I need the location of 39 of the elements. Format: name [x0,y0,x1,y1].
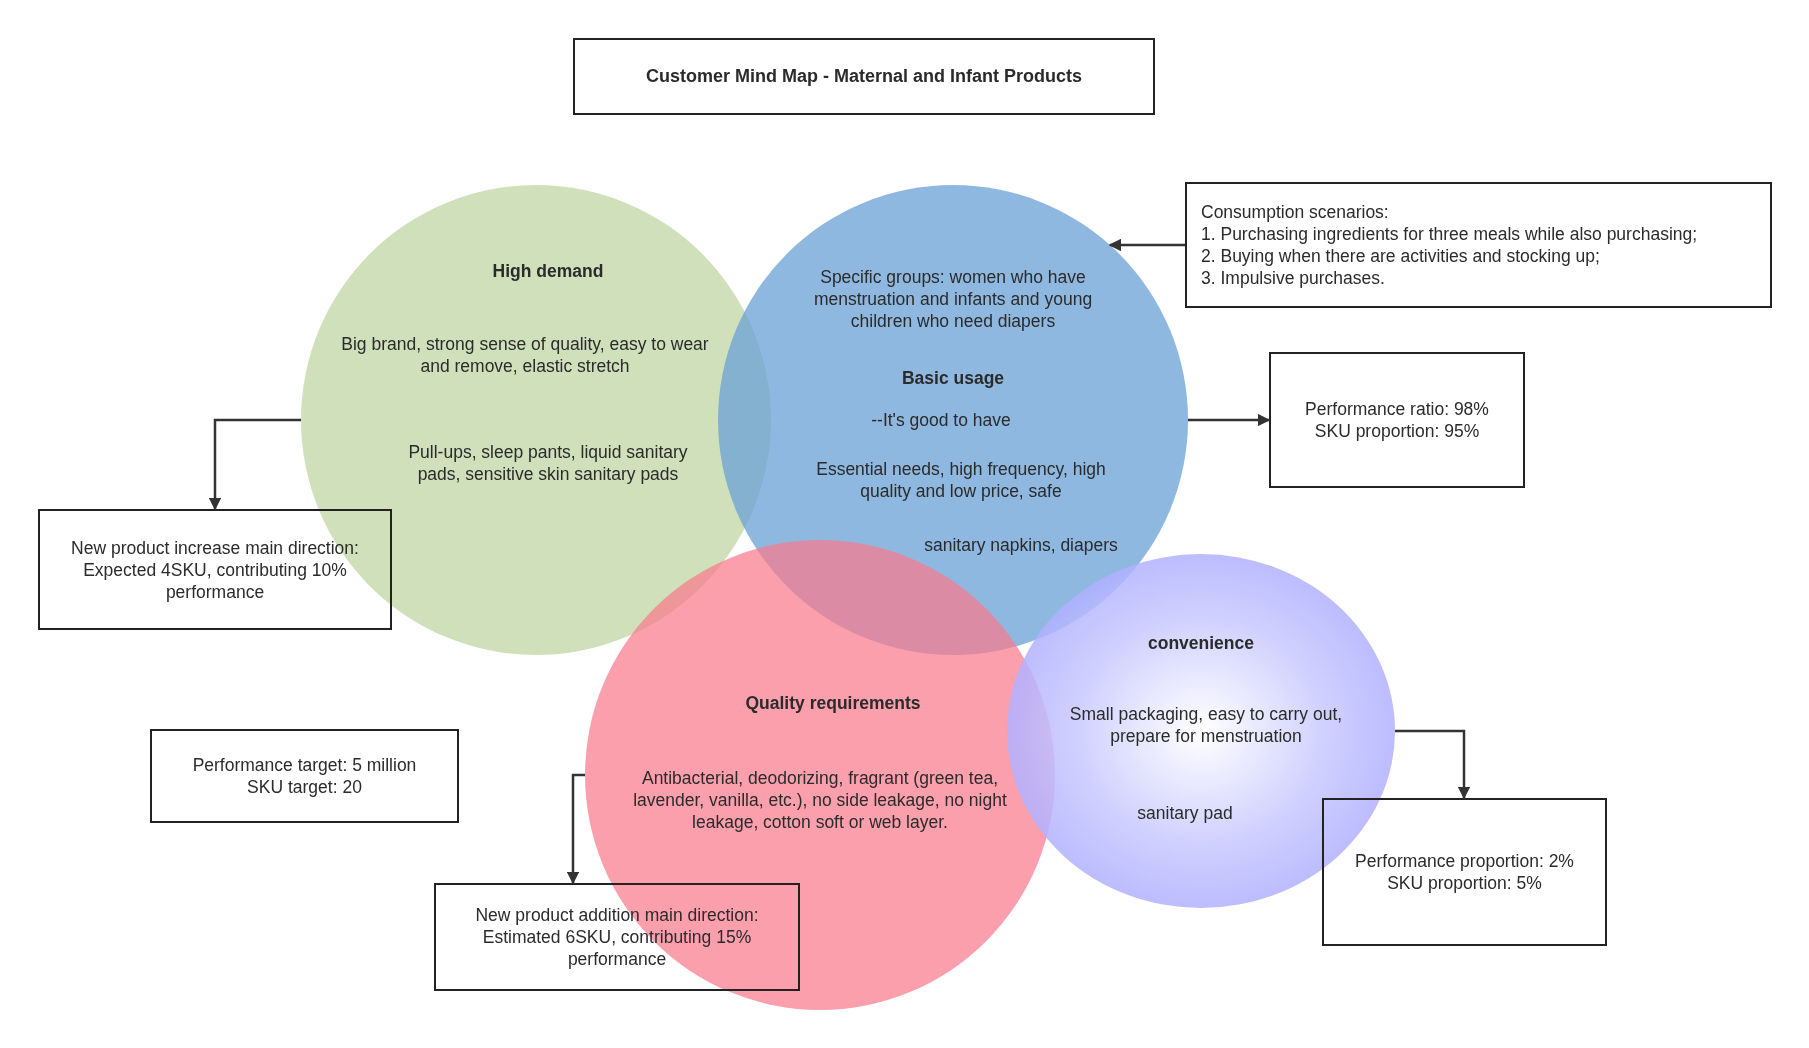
circle-heading: Basic usage [900,367,1006,389]
box-text: Performance proportion: 2% [1355,850,1574,872]
text-box [1269,352,1525,488]
circle-text: sanitary pad [1136,802,1234,824]
text-box [38,509,392,630]
box-text: New product addition main direction: [475,904,759,926]
diagram-title: Customer Mind Map - Maternal and Infant Products [573,38,1155,115]
box-text: Expected 4SKU, contributing 10% performance [82,558,348,603]
circle-text: sanitary napkins, diapers [923,534,1119,556]
circle-text: Big brand, strong sense of quality, easy to wear and remove, elastic stretch [340,333,710,377]
circle-text: Antibacterial, deodorizing, fragrant (green tea, lavender, vanilla, etc.), no side leakage, no night leakage, cotton soft or web layer. [632,767,1008,833]
arrow [208,418,301,511]
circle-heading: convenience [1147,632,1255,654]
text-box [1185,182,1772,308]
text-box [150,729,459,823]
text-box [1322,798,1607,946]
box-text: 3. Impulsive purchases. [1201,267,1385,289]
box-text: Performance ratio: 98% [1305,398,1489,420]
box-text: SKU target: 20 [247,776,362,798]
circle-text: Pull-ups, sleep pants, liquid sanitary pads, sensitive skin sanitary pads [408,441,688,485]
circle-heading: High demand [491,260,605,282]
circle-text: Essential needs, high frequency, high quality and low price, safe [815,458,1107,502]
box-text: SKU proportion: 5% [1387,872,1542,894]
circle-text: Small packaging, easy to carry out, prepare for menstruation [1068,703,1344,747]
arrow [1108,238,1185,252]
circle-text: --It's good to have [870,409,1012,431]
box-text: Estimated 6SKU, contributing 15% performance [481,926,753,970]
circle-heading: Quality requirements [744,692,922,714]
circle-text: Specific groups: women who have menstruation and infants and young children who need diapers [812,266,1094,332]
box-text: Consumption scenarios: [1201,201,1389,223]
arrow [566,773,585,885]
box-text: SKU proportion: 95% [1314,420,1480,442]
box-text: 2. Buying when there are activities and stocking up; [1201,245,1600,267]
box-text: 1. Purchasing ingredients for three meals while also purchasing; [1201,223,1698,245]
box-text: Performance target: 5 million [192,754,417,776]
text-box [434,883,800,991]
arrow [1188,413,1271,427]
arrow [1395,729,1471,800]
box-text: New product increase main direction: [71,536,359,559]
